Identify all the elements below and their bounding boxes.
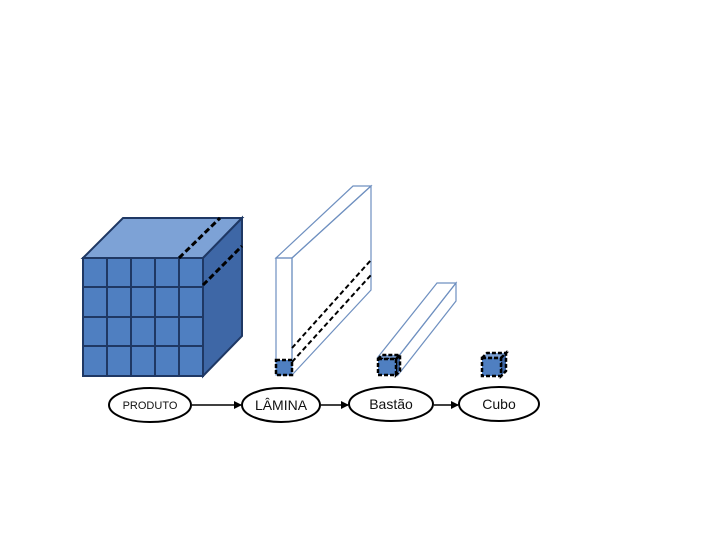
rod-top bbox=[376, 282, 458, 358]
rod-side bbox=[397, 281, 457, 377]
slice-cut-lines bbox=[291, 259, 372, 363]
step-lamina: LÂMINA bbox=[241, 387, 321, 423]
slice-front bbox=[275, 257, 293, 376]
step-bastao: Bastão bbox=[348, 386, 434, 422]
step-lamina-label: LÂMINA bbox=[255, 397, 308, 413]
product-cube bbox=[80, 215, 245, 379]
step-produto-label: PRODUTO bbox=[123, 400, 178, 412]
step-cubo-label: Cubo bbox=[482, 396, 516, 412]
step-bastao-label: Bastão bbox=[369, 396, 413, 412]
slice-top bbox=[274, 185, 373, 259]
slice-side bbox=[291, 184, 372, 377]
rod-small-cube bbox=[374, 351, 404, 379]
product-cut-lines bbox=[177, 216, 244, 287]
product-cube-grid bbox=[83, 258, 203, 376]
step-produto: PRODUTO bbox=[108, 387, 192, 423]
slice-small-cube bbox=[274, 358, 294, 377]
final-cube bbox=[478, 349, 510, 380]
step-cubo: Cubo bbox=[458, 386, 540, 422]
slice-shape bbox=[274, 184, 373, 377]
